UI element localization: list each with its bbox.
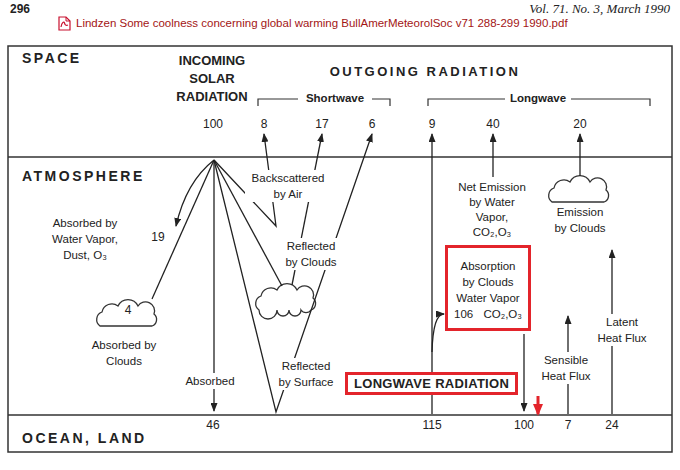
flux-number: 6 bbox=[367, 117, 378, 131]
subheading: Shortwave bbox=[304, 91, 366, 105]
page-number: 296 bbox=[8, 2, 32, 16]
pdf-icon bbox=[59, 17, 70, 30]
flux-label: Absorbed by Water Vapor, Dust, O₃ bbox=[45, 215, 125, 263]
flux-number: 24 bbox=[603, 418, 620, 432]
flux-label: Reflected by Surface bbox=[273, 358, 339, 390]
flux-label: Backscattered by Air bbox=[245, 170, 331, 202]
back-radiation-arrow bbox=[523, 334, 524, 411]
flux-number: 115 bbox=[420, 418, 443, 432]
highlight-arrow bbox=[537, 396, 540, 414]
flux-label: Sensible Heat Flux bbox=[537, 352, 595, 384]
flux-label: Emission by Clouds bbox=[549, 204, 611, 236]
subheading: Longwave bbox=[508, 91, 568, 105]
flux-number: 106 bbox=[454, 306, 473, 322]
flux-number: 7 bbox=[563, 418, 574, 432]
flux-label: Latent Heat Flux bbox=[593, 314, 651, 346]
band-label: SPACE bbox=[20, 50, 84, 66]
flux-number: 4 bbox=[123, 303, 134, 317]
cloud-symbol bbox=[549, 176, 609, 202]
flux-number: 100 bbox=[512, 418, 536, 432]
pdf-icon-mark bbox=[61, 22, 68, 27]
journal-issue: Vol. 71. No. 3, March 1990 bbox=[527, 1, 672, 16]
band-label: OCEAN, LAND bbox=[20, 430, 149, 446]
band-divider bbox=[8, 156, 672, 158]
flux-label: Absorbed by Clouds bbox=[88, 337, 160, 369]
flux-label: Reflected by Clouds bbox=[279, 238, 343, 270]
absorption-arrow bbox=[432, 314, 444, 352]
flux-number: 8 bbox=[259, 117, 270, 131]
pdf-icon-fold bbox=[66, 17, 70, 21]
heading: INCOMING SOLAR RADIATION bbox=[172, 52, 252, 106]
flux-number: 46 bbox=[204, 418, 221, 432]
flux-number: 19 bbox=[149, 230, 166, 244]
longwave-radiation-box: LONGWAVE RADIATION bbox=[345, 372, 518, 395]
figure-frame bbox=[8, 46, 672, 452]
box-text: LONGWAVE RADIATION bbox=[354, 376, 509, 391]
surface-reflection-arrow bbox=[214, 134, 372, 412]
flux-number: 40 bbox=[484, 117, 501, 131]
absorption-box: Absorption by Clouds Water Vapor CO₂,O₃1… bbox=[445, 245, 531, 331]
flux-number: 17 bbox=[313, 117, 330, 131]
flux-number: 9 bbox=[427, 117, 438, 131]
flux-number: 20 bbox=[571, 117, 588, 131]
flux-label: Absorbed bbox=[183, 373, 236, 389]
cloud-symbol bbox=[97, 300, 157, 326]
band-divider bbox=[8, 414, 672, 416]
absorbed-water-vapor-arrow bbox=[176, 160, 214, 226]
flux-number: 100 bbox=[201, 117, 225, 131]
net-emission-arrow bbox=[492, 134, 493, 177]
band-label: ATMOSPHERE bbox=[20, 168, 147, 184]
cloud-emission-arrow bbox=[579, 134, 580, 176]
file-name: Lindzen Some coolness concerning global … bbox=[74, 16, 570, 30]
flux-label: Net Emission by Water Vapor, CO₂,O₃ bbox=[453, 180, 531, 240]
heading: OUTGOING RADIATION bbox=[328, 64, 523, 80]
cloud-symbol bbox=[256, 284, 316, 319]
